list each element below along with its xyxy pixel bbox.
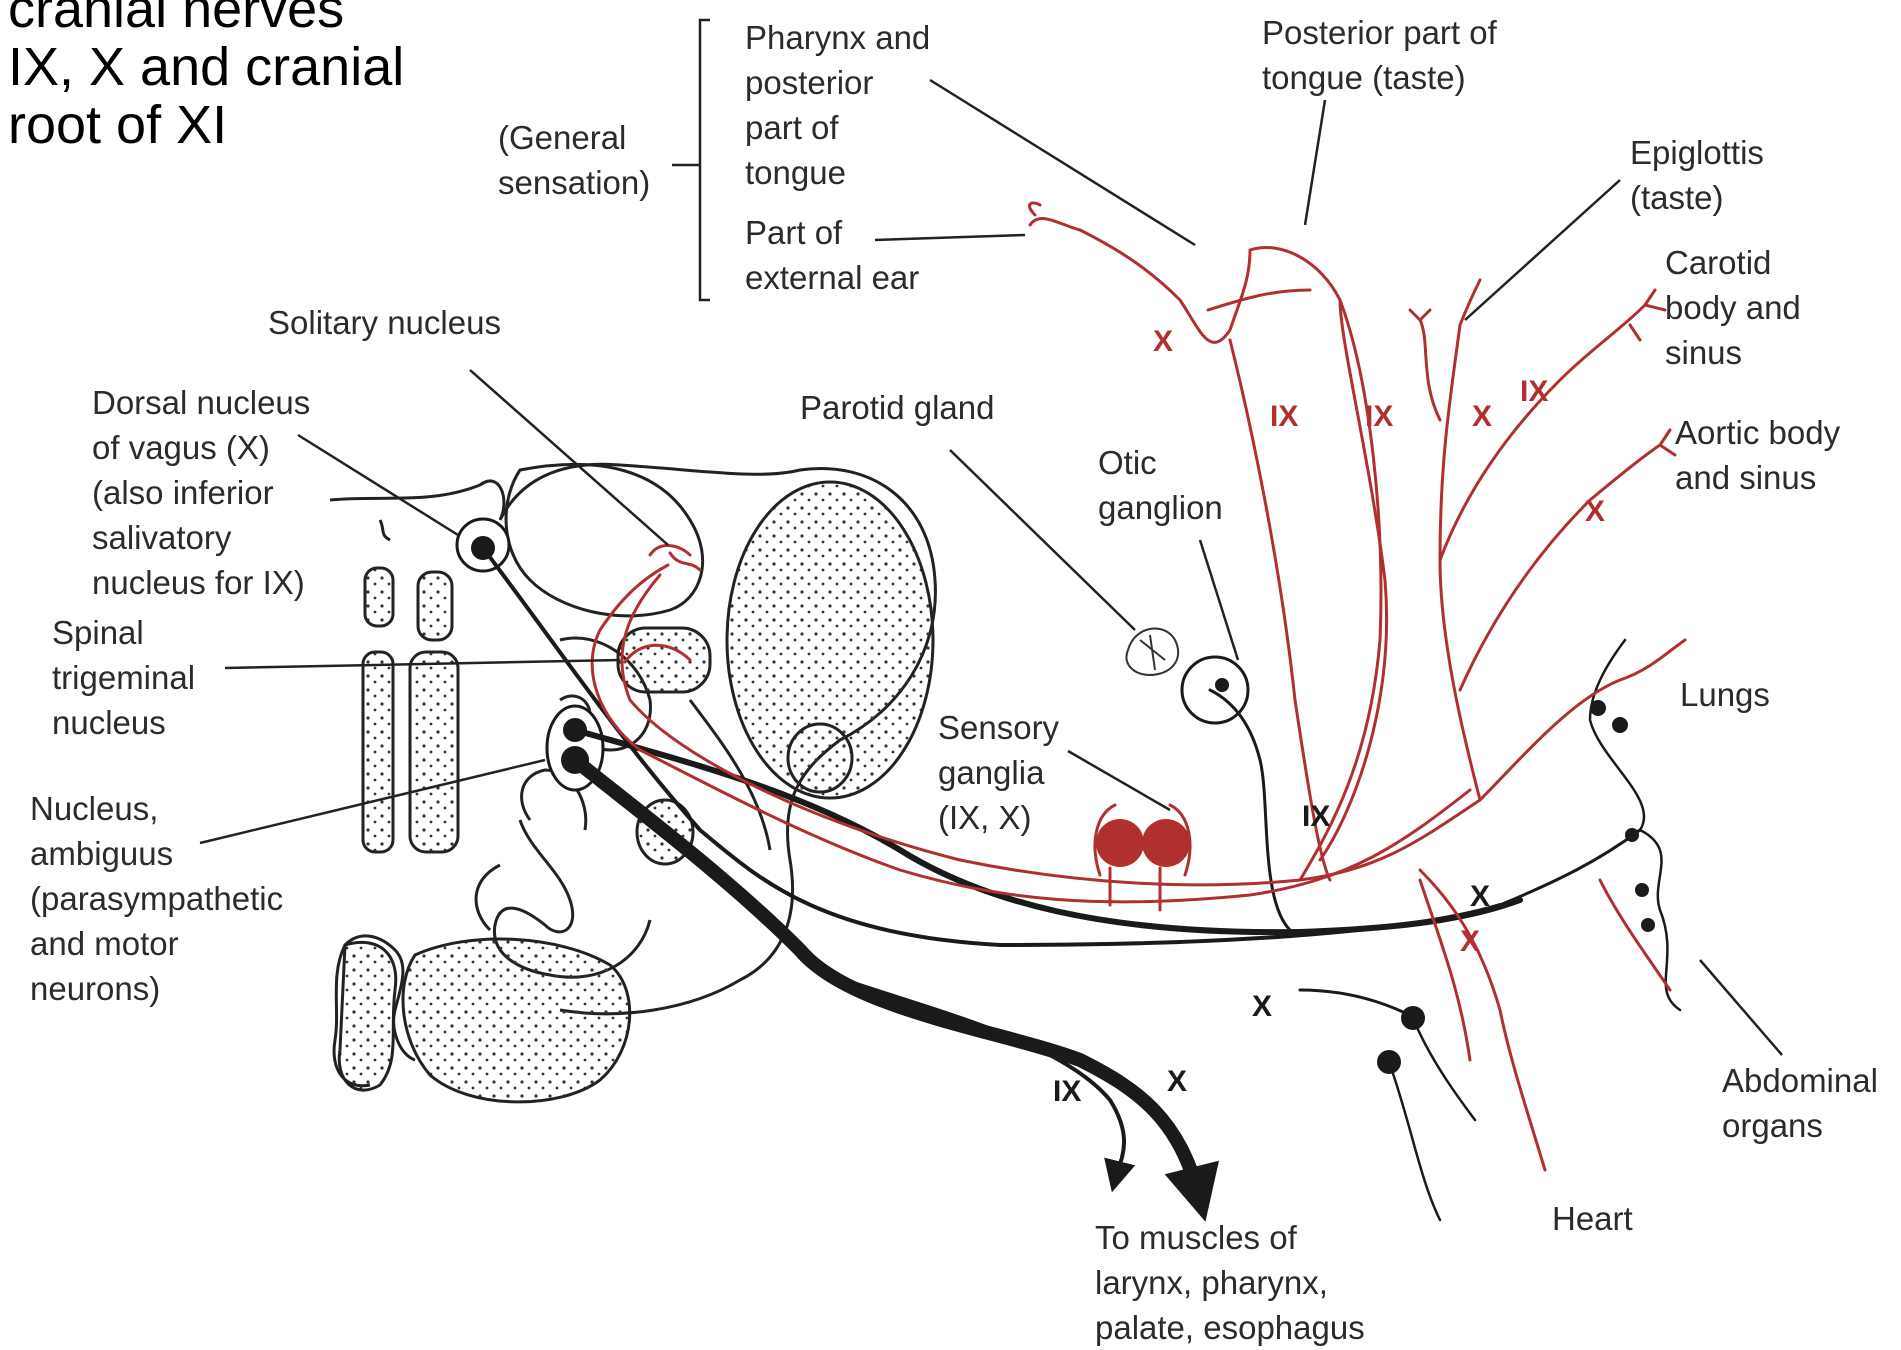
label-parotid-gland: Parotid gland — [800, 385, 994, 430]
label-spinal-trigeminal: Spinal trigeminal nucleus — [52, 610, 195, 745]
leader-lines — [200, 20, 1782, 1055]
label-general-sensation: (General sensation) — [498, 115, 650, 205]
label-posterior-tongue-taste: Posterior part of tongue (taste) — [1262, 10, 1497, 100]
nerve-mark-ix-carotid: IX — [1520, 375, 1548, 409]
nerve-mark-x-vagus-red: X — [1460, 925, 1480, 959]
nerve-mark-x-muscle: X — [1167, 1065, 1187, 1099]
nerve-mark-x-vagus-black: X — [1470, 880, 1490, 914]
nerve-mark-x-epiglottis: X — [1472, 400, 1492, 434]
label-dorsal-nucleus-vagus: Dorsal nucleus of vagus (X) (also inferi… — [92, 380, 310, 605]
nerve-mark-ix-otic: IX — [1302, 800, 1330, 834]
label-otic-ganglion: Otic ganglion — [1098, 440, 1223, 530]
diagram-title: cranial nerves IX, X and cranial root of… — [8, 0, 404, 154]
label-lungs: Lungs — [1680, 672, 1770, 717]
nerve-mark-ix-muscle: IX — [1053, 1075, 1081, 1109]
parotid-gland-drawing — [1127, 629, 1179, 675]
nerve-mark-x-aortic: X — [1585, 495, 1605, 529]
nerve-mark-ix-1: IX — [1270, 400, 1298, 434]
nerve-mark-ix-2: IX — [1365, 400, 1393, 434]
motor-paths — [457, 519, 1680, 1220]
label-carotid: Carotid body and sinus — [1665, 240, 1801, 375]
label-muscles: To muscles of larynx, pharynx, palate, e… — [1095, 1215, 1365, 1350]
label-epiglottis: Epiglottis (taste) — [1630, 130, 1764, 220]
label-heart: Heart — [1552, 1196, 1633, 1241]
nerve-mark-x-heart: X — [1252, 990, 1272, 1024]
label-external-ear: Part of external ear — [745, 210, 919, 300]
label-abdominal-organs: Abdominal organs — [1722, 1058, 1878, 1148]
label-aortic: Aortic body and sinus — [1675, 410, 1840, 500]
label-nucleus-ambiguus: Nucleus, ambiguus (parasympathetic and m… — [30, 786, 283, 1011]
nerve-mark-x-ear: X — [1153, 325, 1173, 359]
label-pharynx-tongue: Pharynx and posterior part of tongue — [745, 15, 930, 195]
dotted-tracts — [339, 482, 933, 1102]
label-solitary-nucleus: Solitary nucleus — [268, 300, 501, 345]
label-sensory-ganglia: Sensory ganglia (IX, X) — [938, 705, 1059, 840]
